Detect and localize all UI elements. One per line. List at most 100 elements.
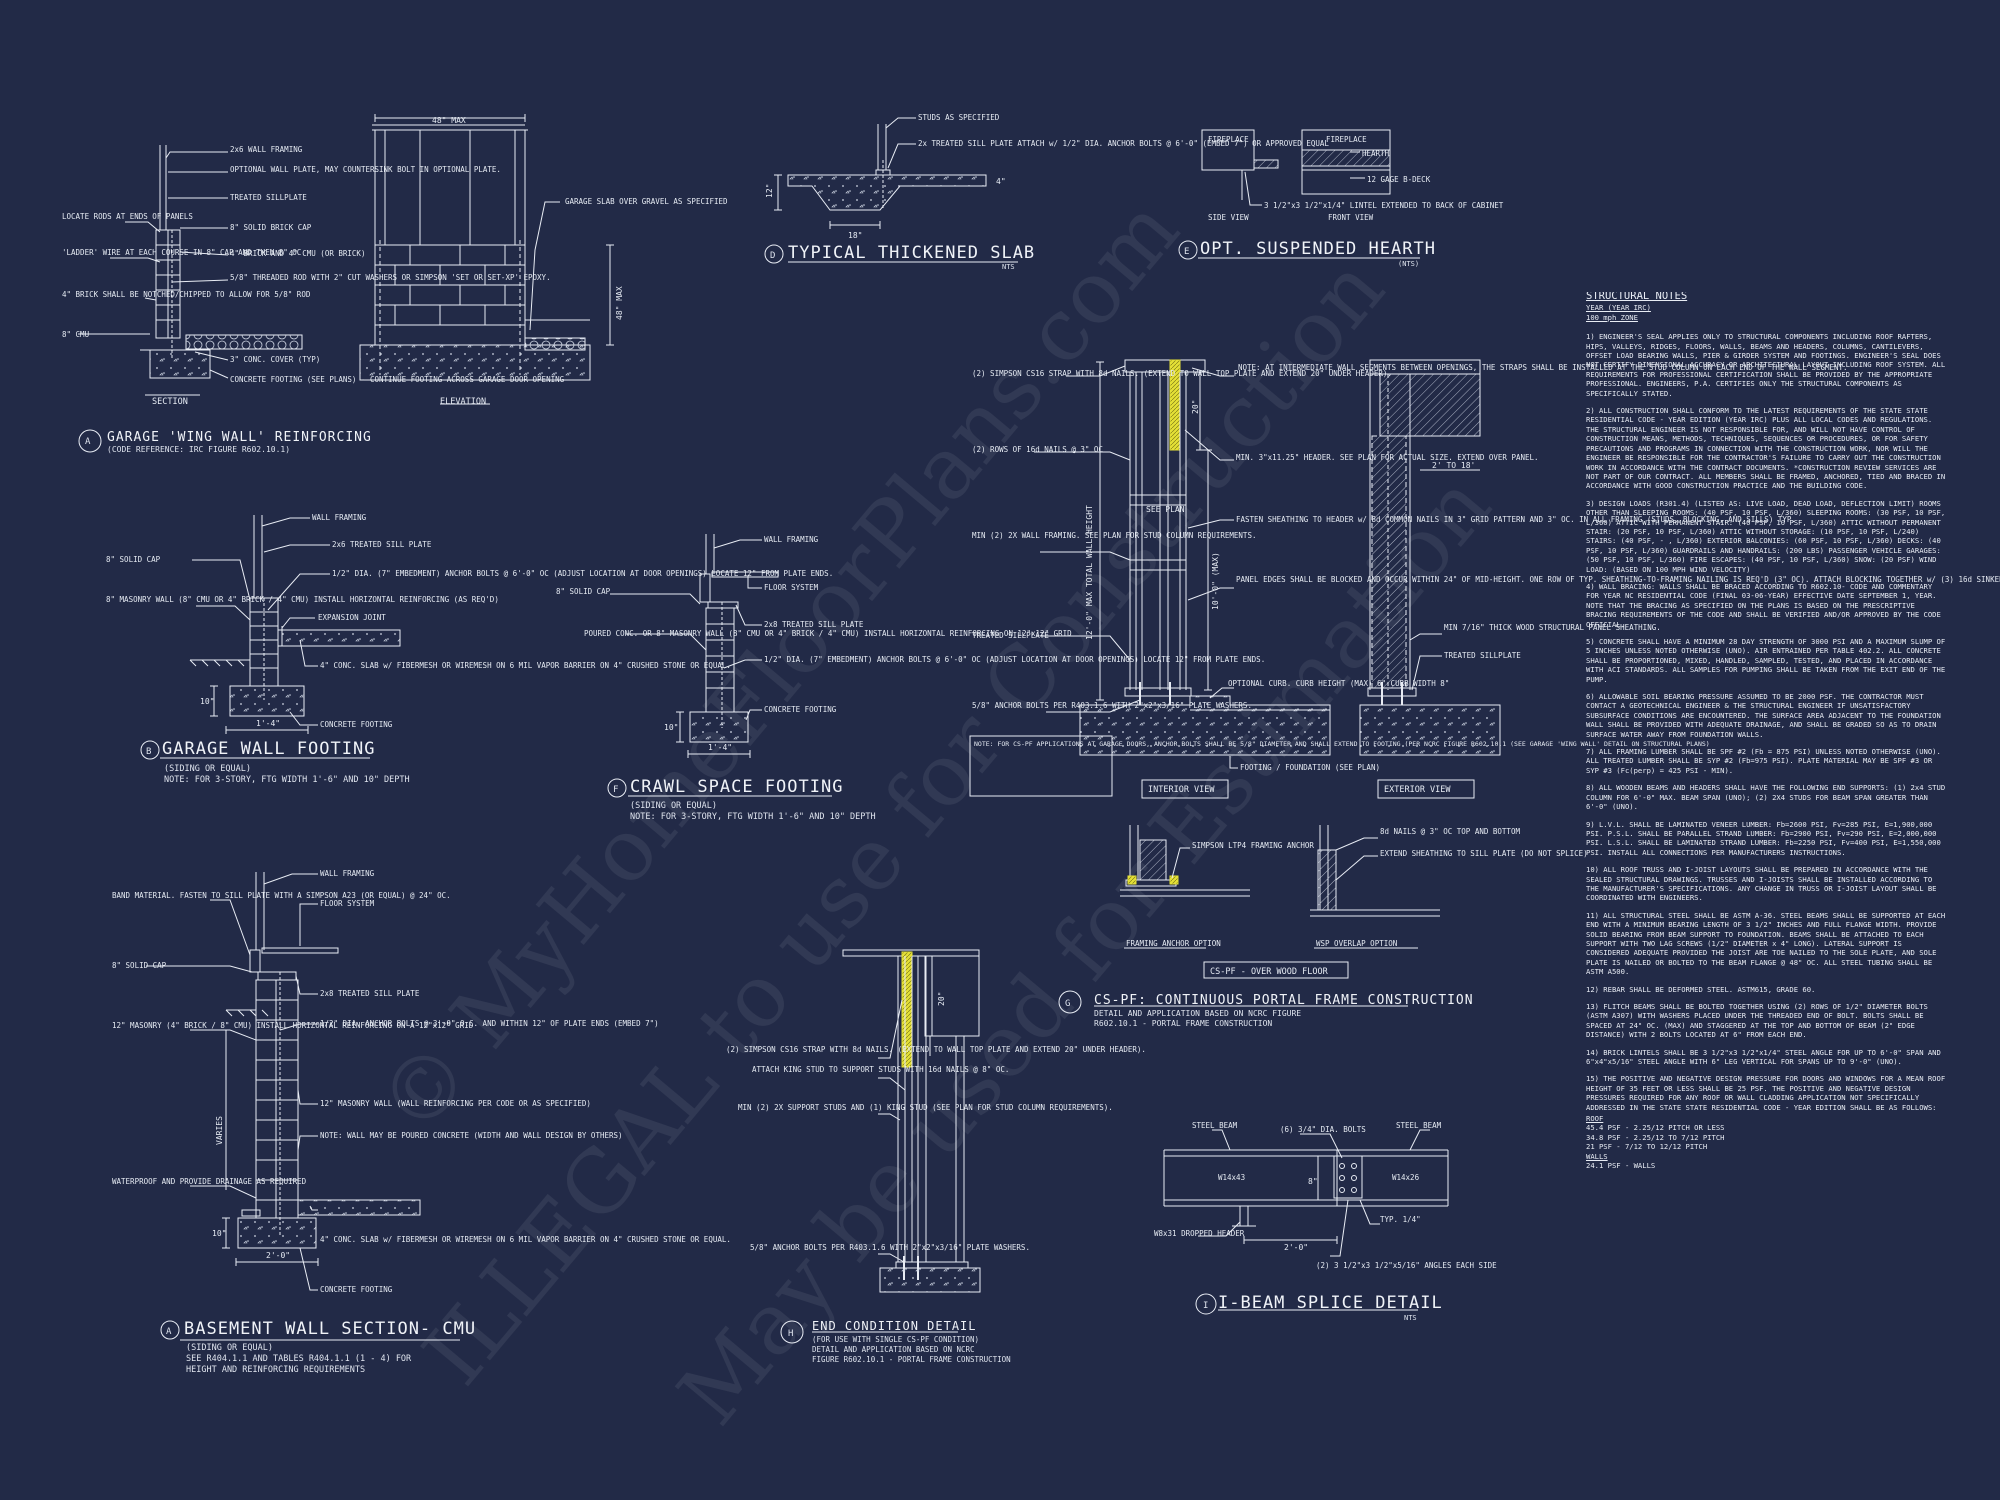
detail-b-callout-3: 8" SOLID CAP [106, 555, 161, 564]
structural-notes-para-11: 11) ALL STRUCTURAL STEEL SHALL BE ASTM A… [1586, 910, 1946, 977]
detail-c-dim-3: 2'-0" [266, 1251, 290, 1260]
detail-c-dim-1: VARIES [215, 1116, 224, 1145]
detail-i-label-5: W14x26 [1392, 1173, 1420, 1182]
detail-c-callout-4: 8" SOLID CAP [112, 961, 167, 970]
detail-g-exterior-view: EXTERIOR VIEW [1384, 785, 1451, 795]
detail-g-framing-anchor-callout: SIMPSON LTP4 FRAMING ANCHOR [1192, 841, 1314, 850]
detail-b-subtitle-2: NOTE: FOR 3-STORY, FTG WIDTH 1'-6" AND 1… [164, 775, 410, 785]
detail-d-dim-3: 18" [848, 231, 862, 240]
detail-f-callout-1: WALL FRAMING [764, 535, 819, 544]
detail-f-callout-4: 2x8 TREATED SILL PLATE [764, 620, 864, 629]
detail-b-callout-8: CONCRETE FOOTING [320, 720, 393, 729]
structural-notes-line-1: YEAR (YEAR IRC) [1586, 303, 1651, 313]
structural-notes-para-14: 14) BRICK LINTELS SHALL BE 3 1/2"x3 1/2"… [1586, 1047, 1941, 1067]
detail-b-garage-footing [160, 515, 400, 758]
detail-g-note-box: NOTE: FOR CS-PF APPLICATIONS AT GARAGE D… [974, 740, 1710, 748]
detail-d-callout-1: STUDS AS SPECIFIED [918, 113, 1000, 122]
detail-d-marker: D [770, 251, 775, 261]
detail-g-wsp-callout-2: EXTEND SHEATHING TO SILL PLATE (DO NOT S… [1380, 849, 1588, 858]
detail-a-callout-right: GARAGE SLAB OVER GRAVEL AS SPECIFIED [565, 197, 728, 206]
structural-notes-roof-1: 45.4 PSF - 2.25/12 PITCH OR LESS [1586, 1123, 1725, 1133]
detail-g-dim-1: 20" [1191, 400, 1200, 414]
detail-f-subtitle-2: NOTE: FOR 3-STORY, FTG WIDTH 1'-6" AND 1… [630, 812, 876, 822]
detail-g-subtitle-2: R602.10.1 - PORTAL FRAME CONSTRUCTION [1094, 1019, 1272, 1028]
detail-d-thickened-slab [774, 118, 1018, 262]
detail-g-callout-right-2: TREATED SILLPLATE [1444, 651, 1521, 660]
detail-i-label-9: 2'-0" [1284, 1243, 1308, 1252]
detail-g-marker: G [1065, 999, 1070, 1009]
detail-c-callout-3: FLOOR SYSTEM [320, 899, 375, 908]
detail-a-callout-mid-7: 3" CONC. COVER (TYP) [230, 355, 320, 364]
detail-e-label-2: FIREPLACE [1326, 135, 1367, 144]
structural-notes-title: STRUCTURAL NOTES [1586, 292, 1688, 302]
structural-notes-roof-2: 34.8 PSF - 2.25/12 TO 7/12 PITCH [1586, 1132, 1725, 1142]
detail-c-callout-1: BAND MATERIAL. FASTEN TO SILL PLATE WITH… [112, 891, 451, 900]
structural-notes-walls-1: 24.1 PSF - WALLS [1586, 1161, 1656, 1171]
detail-b-dim-1: 10" [200, 697, 214, 706]
detail-c-callout-11: 4" CONC. SLAB w/ FIBERMESH OR WIREMESH O… [320, 1235, 731, 1244]
detail-g-wsp-callout-1: 8d NAILS @ 3" OC TOP AND BOTTOM [1380, 827, 1520, 836]
detail-e-label-3: HEARTH [1362, 149, 1390, 158]
structural-notes-line-2: 100 mph ZONE [1586, 312, 1638, 322]
detail-h-callout-2: ATTACH KING STUD TO SUPPORT STUDS WITH 1… [752, 1065, 1009, 1074]
detail-c-title: BASEMENT WALL SECTION- CMU [184, 1319, 476, 1339]
detail-f-callout-6: 1/2" DIA. (7" EMBEDMENT) ANCHOR BOLTS @ … [764, 655, 1265, 664]
detail-d-dim-2: 4" [996, 177, 1006, 186]
detail-f-crawl-space [610, 534, 832, 796]
detail-b-title: GARAGE WALL FOOTING [162, 739, 375, 759]
detail-i-label-6: 8" [1308, 1177, 1318, 1186]
detail-e-nts: (NTS) [1398, 260, 1419, 268]
detail-a-elevation-label: ELEVATION [440, 397, 486, 407]
detail-c-subtitle-1: (SIDING OR EQUAL) [186, 1343, 273, 1353]
detail-c-callout-2: WALL FRAMING [320, 869, 375, 878]
detail-f-callout-3: FLOOR SYSTEM [764, 583, 819, 592]
structural-notes-para-7: 7) ALL FRAMING LUMBER SHALL BE SPF #2 (F… [1586, 747, 1941, 775]
detail-g-callout-mid-3: FASTEN SHEATHING TO HEADER w/ 8d COMMON … [1236, 515, 1796, 524]
structural-notes: STRUCTURAL NOTES YEAR (YEAR IRC) 100 mph… [1586, 292, 1946, 1372]
detail-i-label-3: STEEL BEAM [1396, 1121, 1442, 1130]
structural-notes-para-15: 15) THE POSITIVE AND NEGATIVE DESIGN PRE… [1586, 1074, 1946, 1112]
detail-i-label-4: W14x43 [1218, 1173, 1245, 1182]
detail-a-wing-wall [78, 114, 614, 404]
structural-notes-para-12: 12) REBAR SHALL BE DEFORMED STEEL. ASTM6… [1586, 984, 1816, 994]
detail-b-callout-2: 2x6 TREATED SILL PLATE [332, 540, 432, 549]
detail-g-callout-left-3: MIN (2) 2X WALL FRAMING. SEE PLAN FOR ST… [972, 531, 1256, 540]
detail-b-callout-6: EXPANSION JOINT [318, 613, 386, 622]
detail-g-callout-mid-1: NOTE: AT INTERMEDIATE WALL SEGMENTS BETW… [1238, 363, 1848, 372]
detail-g-callout-mid-4: PANEL EDGES SHALL BE BLOCKED AND OCCUR W… [1236, 575, 2000, 584]
detail-i-nts: NTS [1404, 1314, 1417, 1322]
detail-a-callout-left-4: 8" CMU [62, 330, 89, 339]
detail-b-callout-7: 4" CONC. SLAB w/ FIBERMESH OR WIREMESH O… [320, 661, 731, 670]
detail-a-dim-top: 48" MAX [432, 116, 466, 125]
detail-a-callout-left-2: 'LADDER' WIRE AT EACH COURSE IN 8" CAP A… [62, 248, 301, 257]
structural-notes-para-10: 10) ALL ROOF TRUSS AND I-JOIST LAYOUTS S… [1586, 865, 1937, 903]
detail-f-callout-7: CONCRETE FOOTING [764, 705, 837, 714]
detail-h-dim-1: 20" [937, 992, 946, 1006]
detail-a-dim-side: 48" MAX [615, 286, 624, 320]
detail-i-beam-splice [1164, 1130, 1448, 1310]
drawing-text: A GARAGE 'WING WALL' REINFORCING (CODE R… [62, 113, 2000, 1375]
detail-g-callout-mid-5: OPTIONAL CURB. CURB HEIGHT (MAX) 6" CURB… [1228, 679, 1449, 688]
detail-d-callout-2: 2x TREATED SILL PLATE ATTACH w/ 1/2" DIA… [918, 139, 1329, 148]
detail-f-dim-1: 10" [664, 723, 678, 732]
detail-e-label-7: 3 1/2"x3 1/2"x1/4" LINTEL EXTENDED TO BA… [1264, 201, 1504, 210]
detail-b-callout-4: 1/2" DIA. (7" EMBEDMENT) ANCHOR BOLTS @ … [332, 569, 833, 578]
detail-i-label-7: TYP. 1/4" [1380, 1215, 1421, 1224]
detail-f-dim-2: 1'-4" [708, 743, 732, 752]
structural-notes-walls-label: WALLS [1586, 1151, 1608, 1161]
detail-g-dim-2: 10'-0" (MAX) [1211, 552, 1220, 610]
detail-g-callout-left-5: 5/8" ANCHOR BOLTS PER R403.1.6 WITH 2"x2… [972, 701, 1252, 710]
detail-a-section-label: SECTION [152, 397, 188, 407]
detail-d-title: TYPICAL THICKENED SLAB [788, 243, 1035, 263]
detail-g-framing-anchor-label: FRAMING ANCHOR OPTION [1126, 939, 1221, 948]
detail-c-subtitle-3: HEIGHT AND REINFORCING REQUIREMENTS [186, 1365, 365, 1375]
detail-a-callout-mid-2: OPTIONAL WALL PLATE, MAY COUNTERSINK BOL… [230, 165, 501, 174]
detail-c-dim-2: 10" [212, 1229, 226, 1238]
detail-b-subtitle-1: (SIDING OR EQUAL) [164, 764, 251, 774]
detail-g-wsp-overlap-label: WSP OVERLAP OPTION [1316, 939, 1397, 948]
detail-a-callout-left-3: 4" BRICK SHALL BE NOTCHED/CHIPPED TO ALL… [62, 290, 311, 299]
detail-a-callout-mid-5: 4" BRICK AND 4" CMU (OR BRICK) [230, 249, 365, 258]
detail-g-interior-view: INTERIOR VIEW [1148, 785, 1215, 795]
